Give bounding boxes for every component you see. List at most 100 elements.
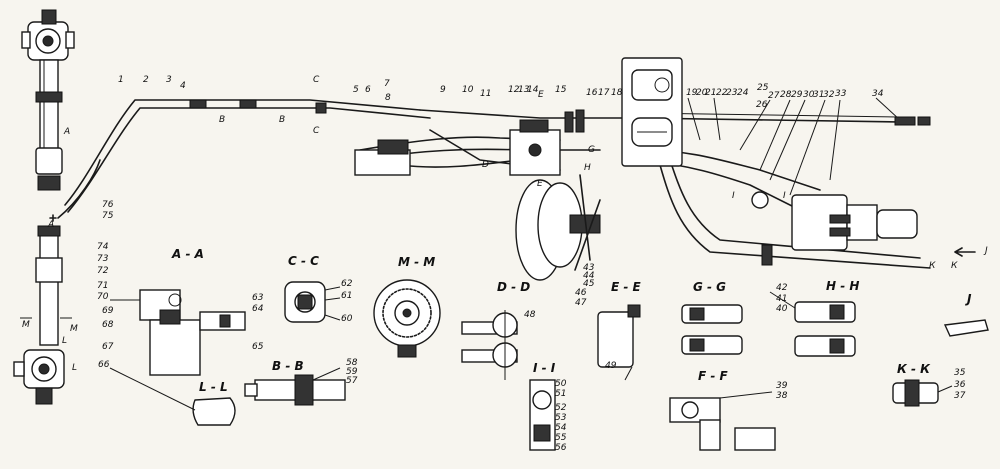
- callout-c68: 68: [102, 320, 114, 330]
- section-title-s_ff: F - F: [698, 369, 729, 383]
- callout-c41: 41: [776, 294, 787, 304]
- callout-c39: 39: [776, 381, 788, 391]
- callout-c21: 21: [705, 88, 716, 98]
- callout-c43: 43: [583, 263, 595, 273]
- callout-c12: 12: [508, 85, 520, 95]
- callout-c74: 74: [97, 242, 109, 252]
- callout-c50: 50: [555, 379, 567, 389]
- section-marker-m_c1: С: [313, 75, 320, 85]
- callout-c2: 2: [143, 75, 149, 85]
- callout-c60: 60: [341, 314, 353, 324]
- section-title-s_hh: Н - Н: [826, 279, 859, 293]
- callout-c6: 6: [365, 85, 371, 95]
- callout-c54: 54: [555, 423, 567, 433]
- section-marker-m_m1: М: [22, 320, 30, 330]
- detail-view-j: [943, 319, 989, 337]
- callout-c58: 58: [346, 358, 358, 368]
- section-title-s_bb: В - В: [272, 359, 304, 373]
- callout-c53: 53: [555, 413, 567, 423]
- callout-c34: 34: [872, 89, 884, 99]
- callout-c10: 10: [462, 85, 474, 95]
- callout-c55: 55: [555, 433, 567, 443]
- section-marker-m_k1: К: [929, 261, 936, 271]
- section-marker-m_c2: С: [313, 126, 320, 136]
- section-title-s_ll: L - L: [199, 380, 228, 394]
- callout-c42: 42: [776, 283, 788, 293]
- section-marker-m_e2: Е: [537, 179, 543, 189]
- callout-c31: 31: [813, 90, 824, 100]
- callout-c22: 22: [716, 88, 728, 98]
- section-title-s_ee: Е - Е: [611, 280, 642, 294]
- detail-section-ee: [597, 304, 641, 381]
- callout-c38: 38: [776, 391, 788, 401]
- callout-c30: 30: [803, 90, 815, 100]
- callout-c71: 71: [97, 281, 108, 291]
- detail-section-bb: [244, 367, 346, 406]
- callout-c14: 14: [527, 85, 539, 95]
- section-marker-m_k2: К: [951, 261, 958, 271]
- callout-c59: 59: [346, 367, 358, 377]
- callout-c18: 18: [611, 88, 623, 98]
- control-panel: [621, 57, 683, 167]
- section-marker-m_d: D: [482, 160, 489, 170]
- callout-c57: 57: [346, 376, 358, 386]
- section-title-s_gg: G - G: [693, 280, 726, 294]
- callout-c69: 69: [102, 306, 114, 316]
- callout-c35: 35: [954, 368, 966, 378]
- detail-section-aa: [110, 289, 246, 376]
- callout-c32: 32: [823, 90, 835, 100]
- callout-c64: 64: [252, 304, 264, 314]
- callout-c51: 51: [555, 389, 566, 399]
- steering-column-assembly: [13, 9, 75, 405]
- callout-c72: 72: [97, 266, 109, 276]
- section-marker-m_l2: L: [72, 363, 77, 373]
- callout-c27: 27: [768, 91, 780, 101]
- callout-c4: 4: [180, 81, 186, 91]
- callout-c7: 7: [384, 79, 390, 89]
- section-marker-m_l1: L: [62, 336, 67, 346]
- section-title-s_dd: D - D: [497, 280, 530, 294]
- valve-block: [354, 109, 585, 176]
- detail-section-mm: [373, 279, 441, 358]
- callout-c20: 20: [696, 88, 708, 98]
- callout-c19: 19: [686, 88, 698, 98]
- callout-c29: 29: [791, 90, 803, 100]
- callout-c25: 25: [757, 83, 769, 93]
- callout-c36: 36: [954, 380, 966, 390]
- section-marker-m_b2: В: [279, 115, 285, 125]
- detail-section-ll: [109, 367, 236, 426]
- detail-section-ff: [669, 391, 776, 451]
- brake-drum: [515, 174, 601, 281]
- callout-c15: 15: [555, 85, 567, 95]
- callout-c67: 67: [102, 342, 114, 352]
- callout-c17: 17: [598, 88, 610, 98]
- callout-c23: 23: [726, 88, 738, 98]
- callout-c3: 3: [166, 75, 172, 85]
- callout-c70: 70: [97, 292, 109, 302]
- callout-c9: 9: [440, 85, 446, 95]
- section-title-s_kk: К - К: [897, 362, 931, 376]
- section-title-s_aa: А - А: [171, 247, 204, 261]
- callout-c46: 46: [575, 288, 587, 298]
- callout-c16: 16: [586, 88, 598, 98]
- section-marker-m_m2: М: [70, 324, 78, 334]
- callout-c62: 62: [341, 279, 353, 289]
- callout-c44: 44: [583, 271, 595, 281]
- callout-c26: 26: [756, 100, 768, 110]
- section-marker-m_i1: I: [732, 191, 735, 201]
- booster-cylinder: [751, 191, 976, 266]
- callout-c56: 56: [555, 443, 567, 453]
- section-title-s_cc: С - С: [288, 254, 319, 268]
- detail-section-hh: [769, 291, 856, 357]
- callout-c40: 40: [776, 304, 788, 314]
- callout-c11: 11: [480, 89, 491, 99]
- callout-c76: 76: [102, 200, 114, 210]
- callout-c65: 65: [252, 342, 264, 352]
- callout-c48: 48: [524, 310, 536, 320]
- callout-c49: 49: [605, 361, 617, 371]
- callout-c61: 61: [341, 291, 352, 301]
